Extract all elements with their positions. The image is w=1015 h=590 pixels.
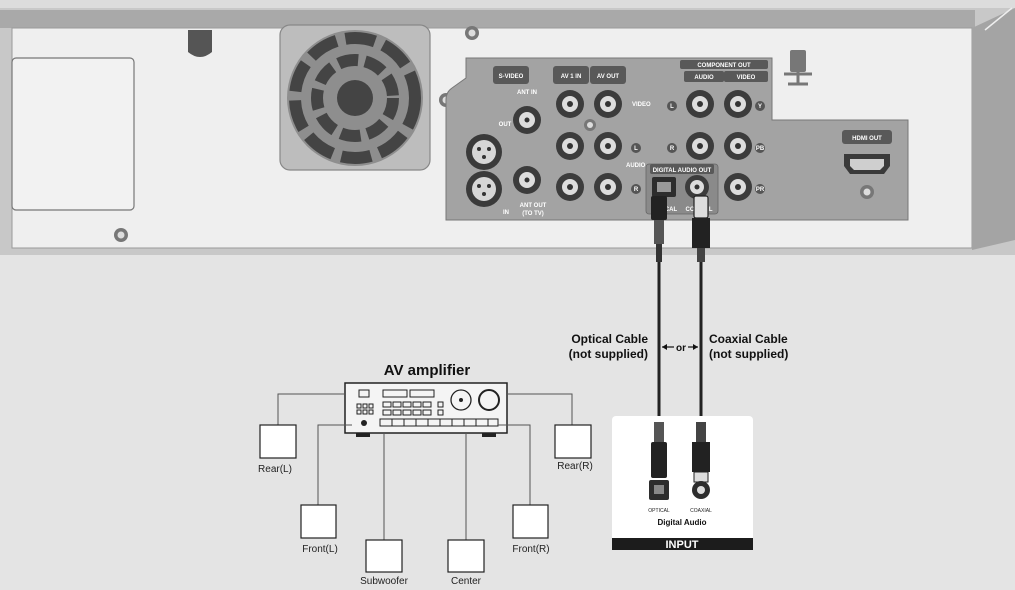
label-audio: AUDIO [626, 163, 646, 169]
label-hdmi-out: HDMI OUT [852, 136, 882, 142]
label-s-video: S-VIDEO [499, 74, 524, 80]
amplifier-input-panel: INPUT OPTICAL COAXIAL Digital Audio [612, 416, 753, 551]
input-optical-label: OPTICAL [648, 508, 670, 514]
svg-text:Center: Center [451, 576, 482, 587]
svg-text:Rear(R): Rear(R) [557, 461, 593, 472]
device-rear-panel: S-VIDEO OUT IN ANT IN ANT OUT (TO TV) AV… [0, 0, 1015, 255]
optical-not-supplied-label: (not supplied) [569, 347, 648, 361]
comp-pr-jack [724, 173, 752, 201]
digital-audio-label: Digital Audio [657, 518, 706, 527]
comp-audio-l-jack [686, 90, 714, 118]
svg-text:PR: PR [756, 187, 765, 193]
comp-pb-jack [724, 132, 752, 160]
channel-r-label: R [667, 143, 677, 153]
label-ant-out-to-tv: (TO TV) [522, 211, 544, 217]
s-video-in-jack [466, 171, 502, 207]
or-label: or [676, 343, 686, 354]
av-out-audio-r-jack [594, 173, 622, 201]
fan-icon [279, 24, 431, 171]
channel-l-label: L [631, 143, 641, 153]
label-av1-in: AV 1 IN [561, 74, 582, 80]
volume-knob-icon [478, 389, 500, 411]
svg-text:L: L [634, 146, 638, 152]
svg-text:Rear(L): Rear(L) [258, 464, 292, 475]
label-s-video-in: IN [503, 210, 509, 216]
coaxial-cable [692, 195, 710, 422]
channel-pr-label: PR [755, 184, 765, 194]
ant-in-jack [513, 106, 541, 134]
or-arrow-icon: or [662, 343, 698, 354]
screw-icon [465, 26, 479, 40]
screw-icon [114, 228, 128, 242]
svg-text:L: L [670, 104, 674, 110]
label-component-out: COMPONENT OUT [697, 63, 751, 69]
s-video-out-jack [466, 134, 502, 170]
label-ant-out: ANT OUT [520, 203, 547, 209]
speaker-front-right: Front(R) [512, 504, 550, 555]
optical-cable [651, 196, 667, 422]
label-comp-video: VIDEO [737, 75, 756, 81]
antenna-mount-icon [784, 50, 812, 86]
label-ant-in: ANT IN [517, 90, 537, 96]
label-comp-audio: AUDIO [694, 75, 714, 81]
label-s-video-out: OUT [499, 122, 512, 128]
input-label: INPUT [666, 539, 699, 551]
svg-text:Subwoofer: Subwoofer [360, 576, 408, 587]
volume-knob-icon [450, 389, 472, 411]
speaker-wires [277, 393, 573, 540]
amplifier-title: AV amplifier [384, 362, 471, 379]
optical-cable-label: Optical Cable [571, 332, 648, 346]
svg-text:PB: PB [756, 146, 765, 152]
comp-audio-r-jack [686, 132, 714, 160]
screw-icon [584, 119, 596, 131]
speaker-center: Center [447, 539, 485, 587]
channel-pb-label: PB [755, 143, 765, 153]
av1-in-audio-l-jack [556, 132, 584, 160]
coaxial-cable-label: Coaxial Cable [709, 332, 788, 346]
av-out-audio-l-jack [594, 132, 622, 160]
channel-y-label: Y [755, 101, 765, 111]
coaxial-out-jack [685, 175, 709, 199]
av-amplifier [344, 382, 508, 437]
ant-out-jack [513, 166, 541, 194]
label-av-out: AV OUT [597, 74, 620, 80]
speaker-front-left: Front(L) [300, 504, 338, 555]
input-coaxial-label: COAXIAL [690, 508, 712, 514]
channel-l-label: L [667, 101, 677, 111]
speaker-rear-right: Rear(R) [554, 424, 593, 472]
speaker-subwoofer: Subwoofer [360, 539, 409, 587]
channel-r-label: R [631, 184, 641, 194]
av1-in-video-jack [556, 90, 584, 118]
svg-text:Y: Y [758, 104, 762, 110]
coaxial-not-supplied-label: (not supplied) [709, 347, 788, 361]
svg-text:Front(R): Front(R) [512, 544, 549, 555]
label-digital-audio-out: DIGITAL AUDIO OUT [653, 168, 712, 174]
svg-text:Front(L): Front(L) [302, 544, 338, 555]
optical-out-jack [652, 177, 676, 197]
svg-text:R: R [670, 146, 675, 152]
hdmi-out-port [844, 154, 890, 199]
svg-text:R: R [634, 187, 639, 193]
av-out-video-jack [594, 90, 622, 118]
av1-in-audio-r-jack [556, 173, 584, 201]
speaker-rear-left: Rear(L) [258, 424, 297, 475]
label-video: VIDEO [632, 102, 651, 108]
comp-y-jack [724, 90, 752, 118]
